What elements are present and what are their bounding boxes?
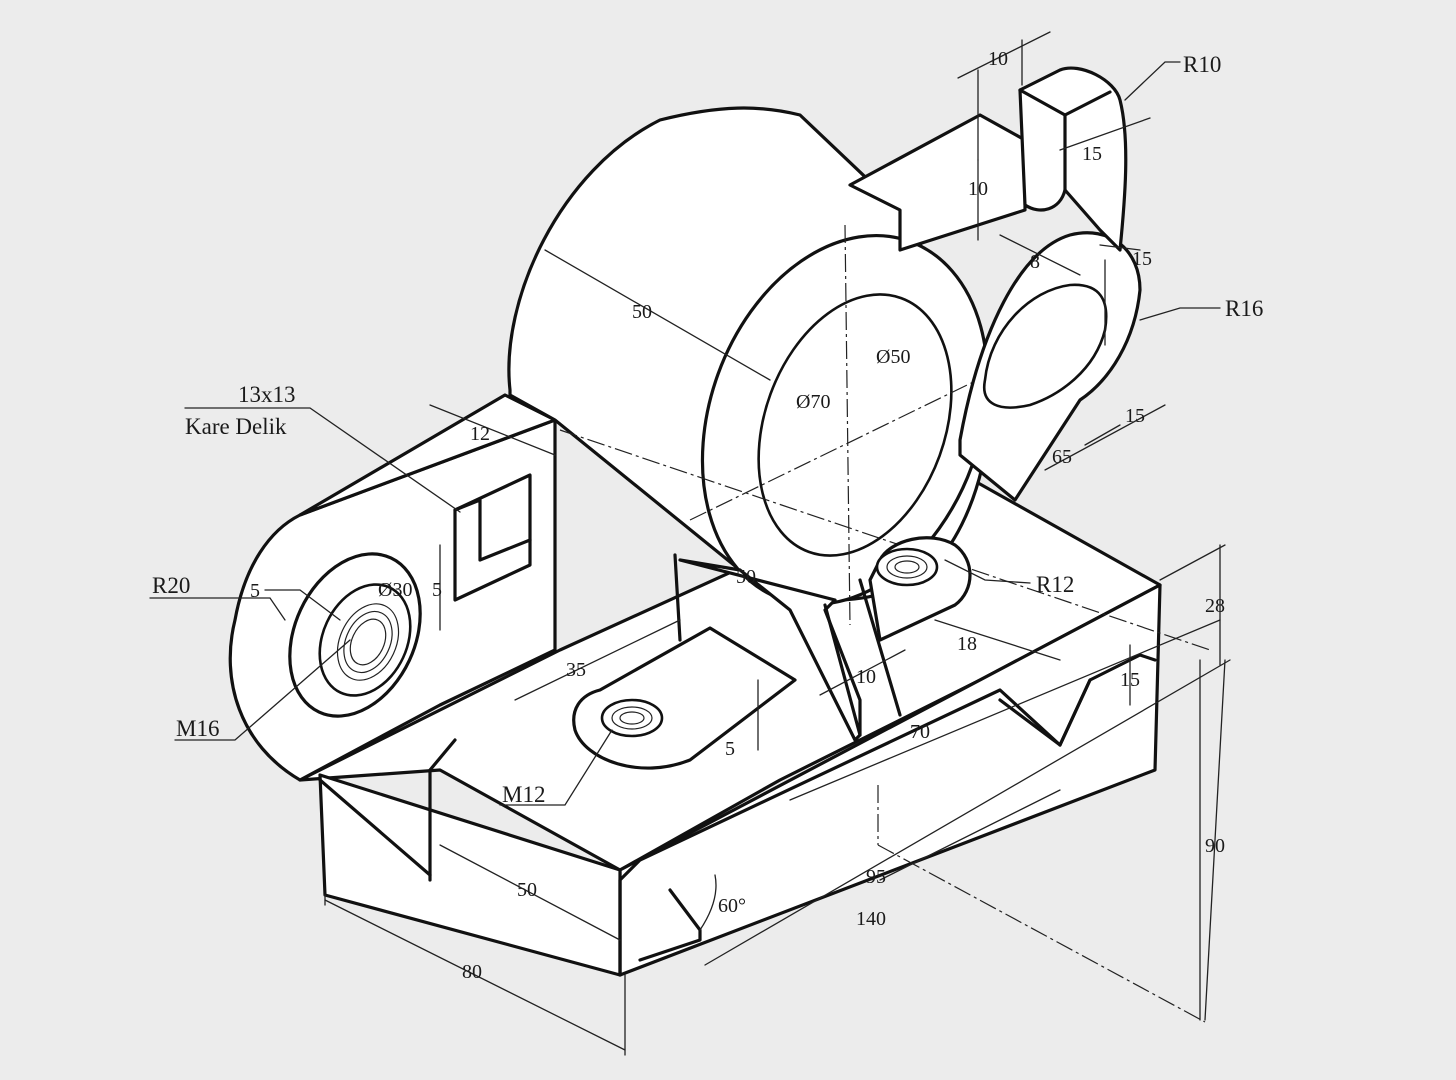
support-left-edge <box>673 553 682 642</box>
top-tab <box>848 66 1128 252</box>
cylinder-bore-d50 <box>757 293 953 557</box>
dim-r20: R20 <box>152 573 190 598</box>
dim-cylinder-50: 50 <box>632 301 652 323</box>
dim-base-50: 50 <box>517 879 537 901</box>
dimension-labels: 10 R10 15 10 8 15 R16 50 Ø50 Ø70 13x13 K… <box>152 48 1263 983</box>
dim-d70: Ø70 <box>796 391 830 413</box>
dim-back-15: 15 <box>1125 405 1145 427</box>
m12-thread-2 <box>619 711 645 725</box>
r12-thread-1 <box>886 555 928 579</box>
top-tab-hook <box>1018 66 1128 252</box>
thread-ring-1 <box>336 603 400 681</box>
dim-h-28: 28 <box>1205 595 1225 617</box>
dim-18: 18 <box>957 633 977 655</box>
dim-back-65: 65 <box>1052 446 1072 468</box>
dim-top-15: 15 <box>1082 143 1102 165</box>
dim-r12: R12 <box>1036 572 1074 597</box>
dim-wall-12: 12 <box>470 423 490 445</box>
dim-r10: R10 <box>1183 52 1221 77</box>
thread-ring-3 <box>349 618 387 666</box>
dimension-lines <box>149 31 1231 1056</box>
dim-step-15: 15 <box>1120 669 1140 691</box>
base-channel-edge <box>618 653 1157 977</box>
dim-slot-10: 10 <box>968 178 988 200</box>
m12-thread-1 <box>611 706 653 730</box>
dim-lower-50: 50 <box>736 566 756 588</box>
cylinder-axis <box>559 429 1211 651</box>
square-hole-name-label: Kare Delik <box>185 414 287 439</box>
dim-rib-10: 10 <box>856 666 876 688</box>
dim-r20-5: 5 <box>250 580 260 602</box>
dim-side-15: 15 <box>1132 248 1152 270</box>
base-front-lower <box>428 738 457 882</box>
dim-base-80: 80 <box>462 961 482 983</box>
dim-m12: M12 <box>502 782 545 807</box>
dim-8: 8 <box>1030 251 1040 273</box>
m16-threaded-boss <box>288 552 422 718</box>
dim-35: 35 <box>566 659 586 681</box>
base-slot-60 <box>638 888 702 962</box>
dim-m16: M16 <box>176 716 219 741</box>
dim-140: 140 <box>856 908 886 930</box>
cylinder-support <box>673 553 902 742</box>
dim-boss-5: 5 <box>725 738 735 760</box>
m12-hole <box>600 698 664 738</box>
r12-lug <box>868 536 972 642</box>
dim-95: 95 <box>866 866 886 888</box>
base-right-chamfer <box>1058 678 1092 747</box>
dim-d30: Ø30 <box>378 579 412 601</box>
support-rib-edge <box>823 603 862 737</box>
dim-v-5: 5 <box>432 579 442 601</box>
square-hole-13x13 <box>453 473 532 602</box>
m12-lug <box>572 626 797 770</box>
square-hole-size-label: 13x13 <box>238 382 296 407</box>
r12-thread-2 <box>894 560 920 574</box>
dim-r16: R16 <box>1225 296 1263 321</box>
r12-hole <box>875 547 939 587</box>
thread-ring-2 <box>343 610 393 674</box>
dim-d50: Ø50 <box>876 346 910 368</box>
dim-angle-60: 60° <box>718 895 746 917</box>
dim-h-90: 90 <box>1205 835 1225 857</box>
cylinder-vertical-center <box>844 224 851 626</box>
dim-70: 70 <box>910 721 930 743</box>
top-plate <box>848 113 1027 252</box>
dim-top-10: 10 <box>988 48 1008 70</box>
base-left-rib <box>318 778 432 877</box>
square-hole-inner <box>453 498 532 562</box>
support-rib-edge-2 <box>858 578 902 717</box>
boss-inner <box>318 583 412 697</box>
